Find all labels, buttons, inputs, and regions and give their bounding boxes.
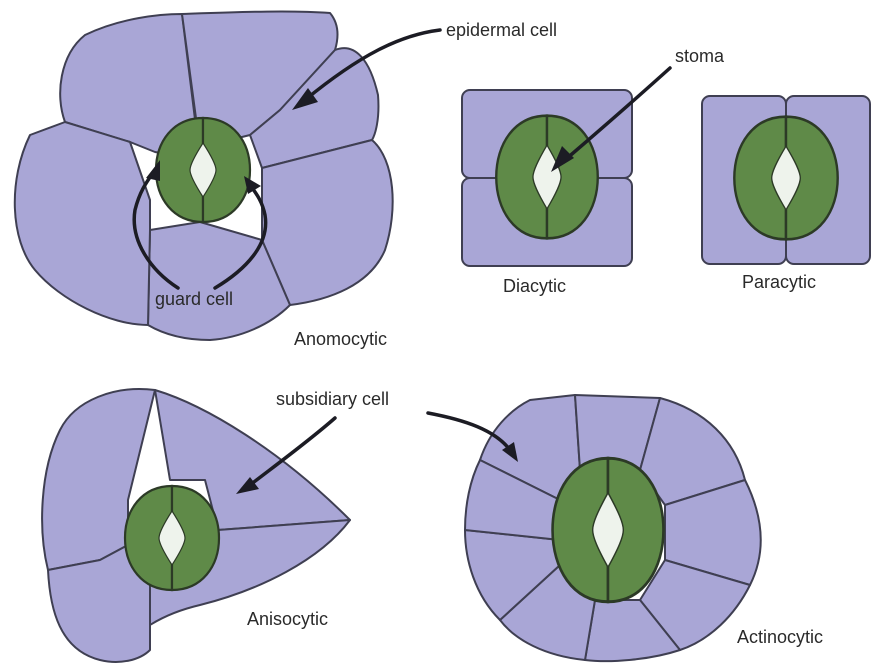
guard-cell-pair — [553, 458, 664, 602]
paracytic-stoma — [702, 96, 870, 264]
anisocytic-label: Anisocytic — [247, 609, 328, 629]
guard-cell-pair — [496, 116, 598, 239]
guard-cell-label: guard cell — [155, 289, 233, 309]
epidermal-cell — [262, 140, 393, 305]
epidermal-cell-label: epidermal cell — [446, 20, 557, 40]
diacytic-stoma — [462, 90, 632, 266]
guard-cell-pair — [156, 118, 250, 222]
stoma-label: stoma — [675, 46, 725, 66]
anomocytic-label: Anomocytic — [294, 329, 387, 349]
guard-cell-pair — [734, 117, 837, 240]
actinocytic-label: Actinocytic — [737, 627, 823, 647]
paracytic-label: Paracytic — [742, 272, 816, 292]
diacytic-label: Diacytic — [503, 276, 566, 296]
actinocytic-stoma — [465, 395, 761, 661]
epidermal-cell — [15, 122, 150, 325]
subsidiary-cell-label: subsidiary cell — [276, 389, 389, 409]
guard-cell-pair — [125, 486, 219, 590]
